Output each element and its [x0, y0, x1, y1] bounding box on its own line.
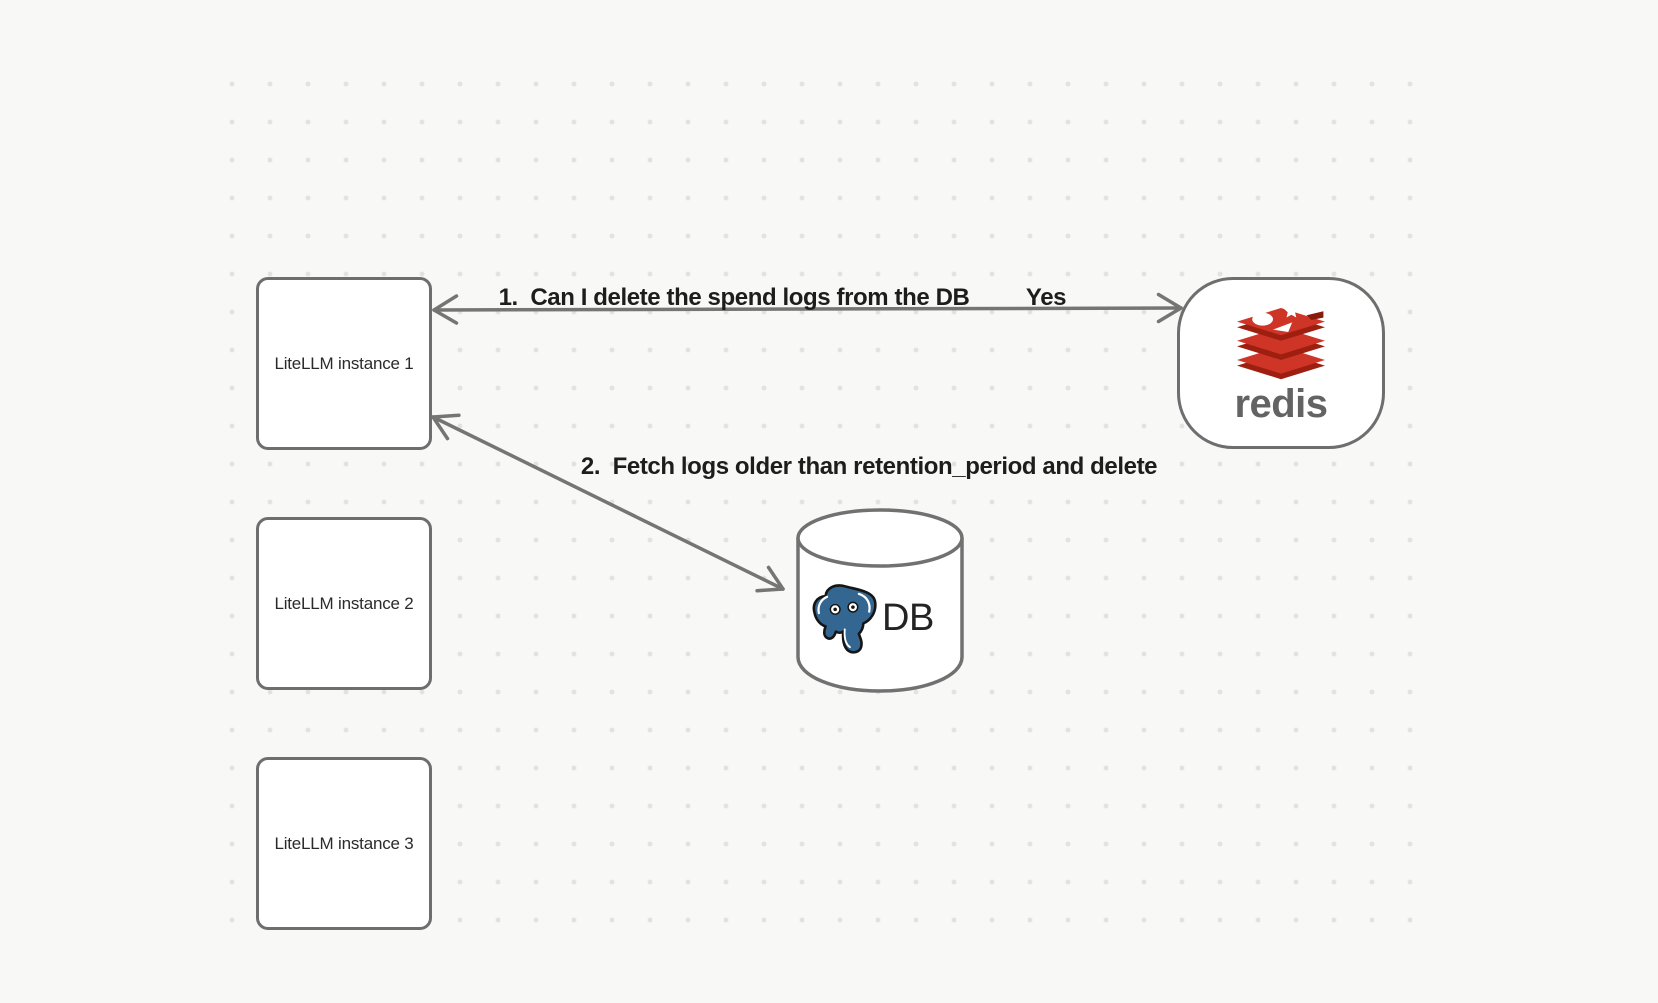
- db-cylinder-icon[interactable]: [794, 505, 966, 697]
- db-cylinder-top: [796, 508, 964, 568]
- node-litellm-instance-2[interactable]: LiteLLM instance 2: [256, 517, 432, 690]
- db-label: DB: [882, 597, 934, 639]
- edge-1-answer-label: Yes: [1025, 284, 1067, 311]
- elephant-left-highlight: [817, 595, 829, 615]
- node-redis[interactable]: redis: [1177, 277, 1385, 449]
- edge-2-arrowhead-start: [431, 413, 461, 441]
- node-litellm-instance-2-label: LiteLLM instance 2: [274, 593, 414, 613]
- redis-logo-icon: [1237, 304, 1325, 380]
- edge-1-label: 1. Can I delete the spend logs from the …: [498, 284, 970, 311]
- edge-1-arrowhead-right: [1156, 292, 1183, 324]
- edge-2-arrowhead-end: [755, 565, 785, 593]
- elephant-right-highlight: [857, 592, 871, 613]
- edge-2-label: 2. Fetch logs older than retention_perio…: [580, 453, 1158, 480]
- node-litellm-instance-3-label: LiteLLM instance 3: [274, 833, 414, 853]
- redis-star-shape: [1283, 304, 1300, 318]
- redis-notch-shape: [1306, 311, 1324, 320]
- node-litellm-instance-3[interactable]: LiteLLM instance 3: [256, 757, 432, 930]
- postgresql-elephant-icon: [812, 584, 877, 654]
- elephant-head-shape: [812, 584, 877, 654]
- edge-2-arrow[interactable]: [431, 413, 785, 593]
- elephant-trunk-line: [843, 628, 851, 649]
- db-cylinder-body: [796, 538, 964, 693]
- elephant-left-pupil: [833, 607, 837, 612]
- edge-1-line[interactable]: [432, 306, 1183, 312]
- node-litellm-instance-1-label: LiteLLM instance 1: [274, 353, 414, 373]
- node-litellm-instance-1[interactable]: LiteLLM instance 1: [256, 277, 432, 450]
- redis-triangle-shape: [1273, 322, 1293, 332]
- elephant-right-pupil: [851, 605, 855, 609]
- redis-wordmark: redis: [1234, 382, 1328, 426]
- edge-1-arrowhead-left: [432, 294, 459, 325]
- redis-circle-shape: [1252, 312, 1273, 326]
- edge-2-line[interactable]: [431, 415, 785, 591]
- edge-1-arrow[interactable]: [432, 292, 1183, 325]
